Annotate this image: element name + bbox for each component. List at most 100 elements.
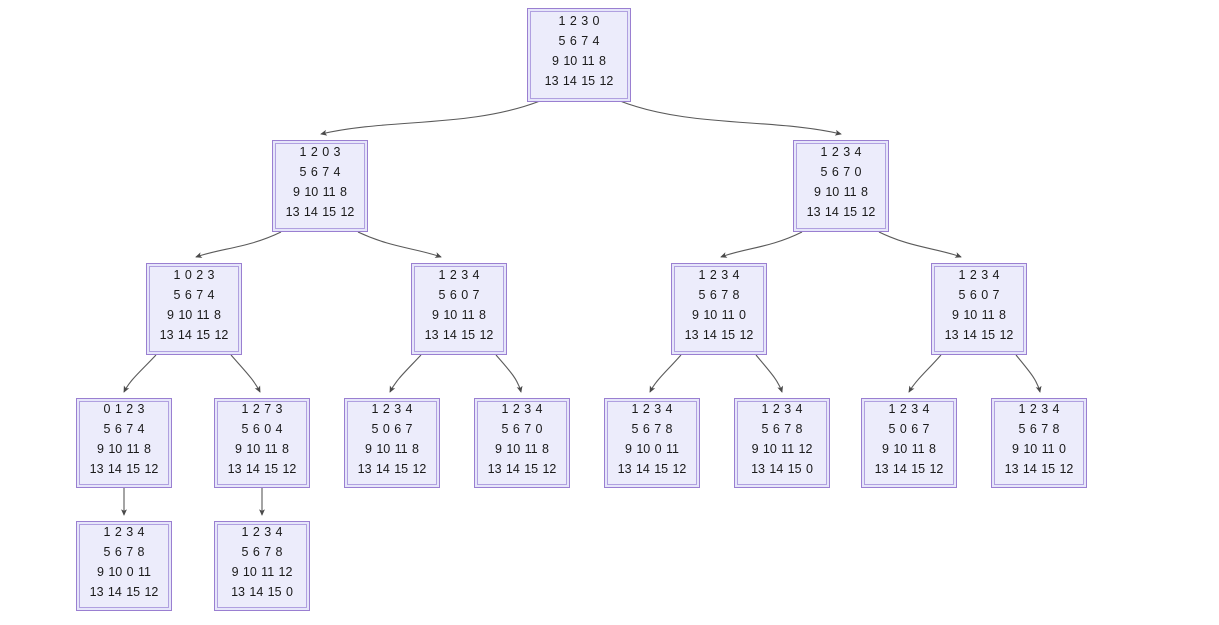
puzzle-tile: 12: [798, 442, 813, 456]
puzzle-tile: 12: [542, 462, 557, 476]
puzzle-tile: 9: [1012, 442, 1019, 456]
puzzle-tile: 4: [665, 402, 673, 416]
puzzle-tile: 2: [709, 268, 717, 282]
puzzle-tile: 8: [282, 442, 289, 456]
puzzle-tile: 14: [375, 462, 390, 476]
puzzle-tile: 0: [382, 422, 390, 436]
puzzle-tile: 10: [242, 565, 257, 579]
puzzle-tile: 11: [843, 185, 857, 199]
puzzle-tile: 15: [787, 462, 802, 476]
puzzle-tile: 14: [562, 74, 577, 88]
puzzle-tile: 3: [654, 402, 662, 416]
puzzle-tile: 9: [167, 308, 174, 322]
puzzle-tile: 0: [981, 288, 989, 302]
puzzle-tile: 8: [144, 442, 151, 456]
tree-edge: [195, 231, 282, 258]
puzzle-tile: 14: [769, 462, 784, 476]
puzzle-tile: 11: [264, 442, 278, 456]
puzzle-tile: 10: [1023, 442, 1038, 456]
puzzle-tile: 3: [524, 402, 532, 416]
puzzle-tile: 15: [196, 328, 211, 342]
puzzle-tile: 11: [1041, 442, 1055, 456]
puzzle-tile: 0: [654, 442, 662, 456]
puzzle-tile: 9: [552, 54, 559, 68]
puzzle-tile: 14: [824, 205, 839, 219]
puzzle-tile: 12: [861, 205, 876, 219]
puzzle-tile: 12: [214, 328, 229, 342]
puzzle-tile: 9: [293, 185, 300, 199]
puzzle-tile: 7: [654, 422, 662, 436]
puzzle-tile: 6: [394, 422, 402, 436]
puzzle-tile: 10: [108, 442, 123, 456]
puzzle-tile: 11: [581, 54, 595, 68]
puzzle-tile: 3: [394, 402, 402, 416]
puzzle-tile: 12: [479, 328, 494, 342]
puzzle-tile: 15: [267, 585, 282, 599]
puzzle-tile: 6: [512, 422, 520, 436]
puzzle-tile: 5: [958, 288, 966, 302]
puzzle-tile: 10: [636, 442, 651, 456]
puzzle-tile: 6: [969, 288, 977, 302]
puzzle-tile: 2: [831, 145, 839, 159]
puzzle-tile: 14: [505, 462, 520, 476]
puzzle-tile: 7: [1041, 422, 1049, 436]
puzzle-tile: 4: [535, 402, 543, 416]
puzzle-tile: 3: [461, 268, 469, 282]
puzzle-tile: 15: [581, 74, 596, 88]
puzzle-tile: 5: [438, 288, 446, 302]
puzzle-tile: 15: [322, 205, 337, 219]
puzzle-tile: 13: [424, 328, 439, 342]
puzzle-tile: 9: [814, 185, 821, 199]
puzzle-tile: 6: [310, 165, 318, 179]
puzzle-tile: 9: [97, 565, 104, 579]
puzzle-tile: 2: [1029, 402, 1037, 416]
puzzle-tile: 13: [159, 328, 174, 342]
puzzle-tile: 13: [89, 462, 104, 476]
puzzle-tile: 1: [958, 268, 966, 282]
puzzle-tile: 13: [684, 328, 699, 342]
tree-edge: [123, 354, 157, 393]
puzzle-tile: 3: [843, 145, 851, 159]
puzzle-tile: 6: [184, 288, 192, 302]
